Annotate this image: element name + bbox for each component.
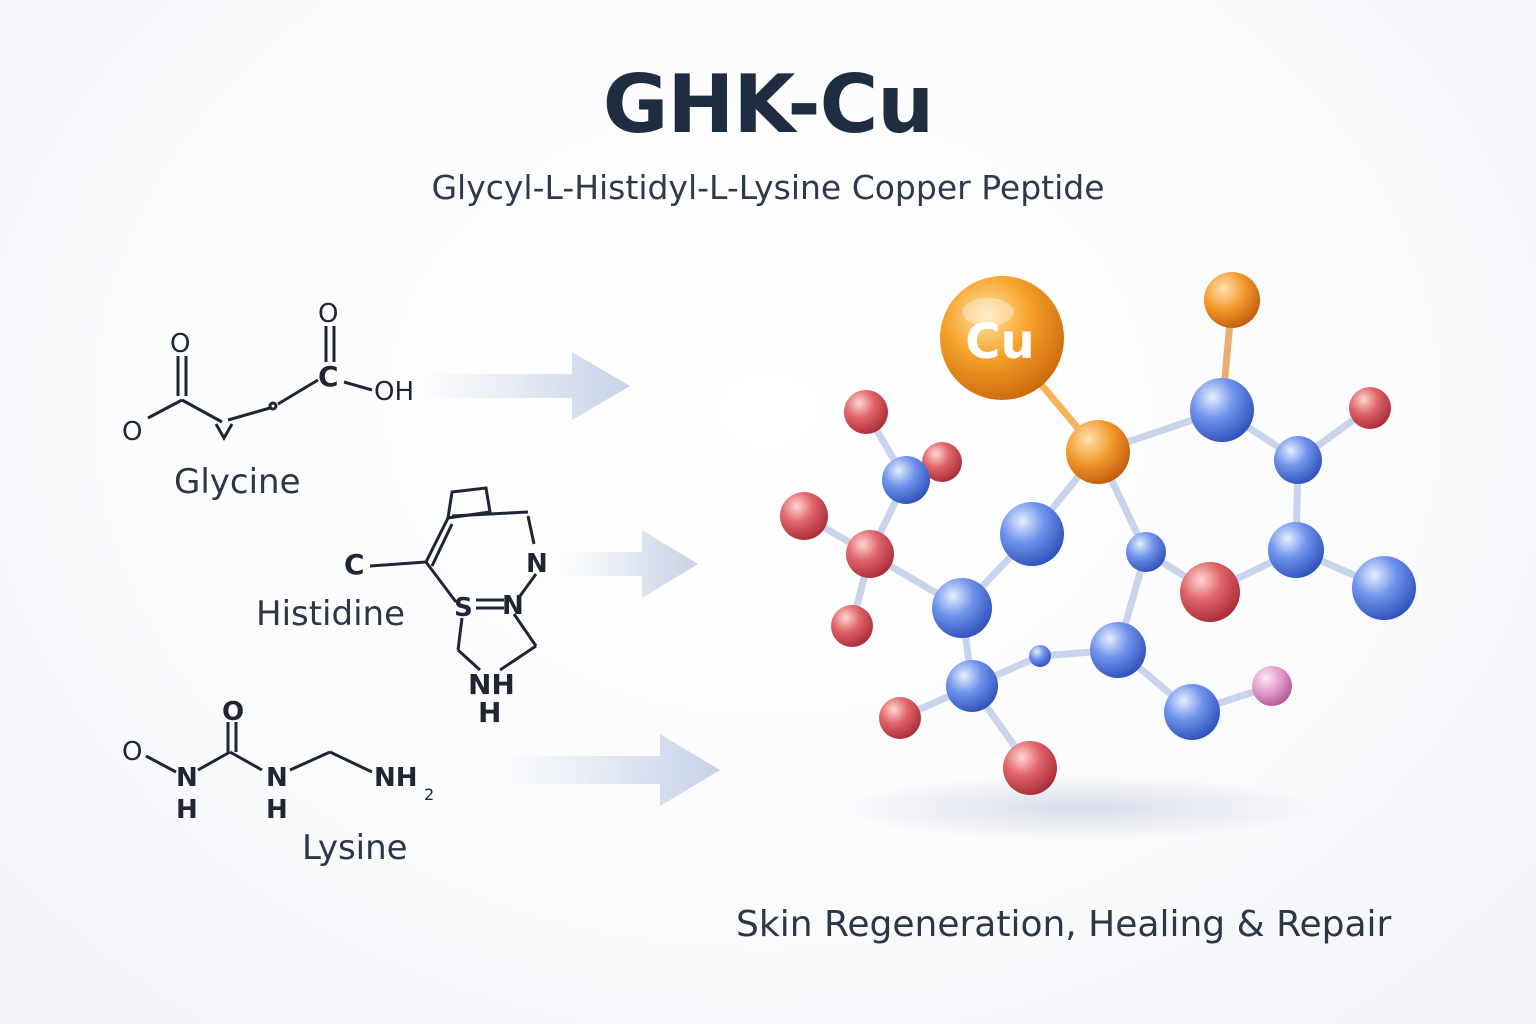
atom-nitrogen bbox=[1268, 522, 1324, 578]
atom-copper bbox=[940, 276, 1064, 400]
lysine-structure bbox=[145, 722, 373, 774]
arrow-histidine bbox=[560, 530, 698, 598]
lysine-atom-n1: N bbox=[176, 763, 198, 793]
page-title: GHK-Cu bbox=[602, 58, 935, 151]
atom-nitrogen bbox=[1090, 622, 1146, 678]
glycine-v-mark bbox=[214, 423, 234, 442]
atom-hydrogen bbox=[1029, 645, 1051, 667]
atom-oxygen bbox=[1180, 562, 1240, 622]
lysine-atom-n2: N bbox=[266, 763, 288, 793]
glycine-atom-c: C bbox=[318, 360, 339, 393]
atom-nitrogen bbox=[1352, 556, 1416, 620]
atom-nitrogen bbox=[1274, 436, 1322, 484]
atom-oxygen bbox=[846, 530, 894, 578]
histidine-atom-n-mid: N bbox=[502, 591, 524, 621]
histidine-structure bbox=[369, 486, 538, 672]
histidine-atom-h: H bbox=[478, 696, 501, 729]
glycine-atom-o-left: O bbox=[122, 417, 142, 447]
molecule-shadow bbox=[840, 776, 1320, 840]
lysine-atom-h2: H bbox=[266, 795, 288, 825]
atom-oxygen bbox=[1349, 387, 1391, 429]
atom-nitrogen bbox=[946, 660, 998, 712]
atom-oxygen bbox=[922, 442, 962, 482]
atom-oxygen bbox=[879, 697, 921, 739]
atom-carbon-orange bbox=[1066, 420, 1130, 484]
atom-nitrogen bbox=[1126, 532, 1166, 572]
atom-copper-bonded bbox=[1204, 272, 1260, 328]
molecule-atoms bbox=[780, 272, 1416, 795]
label-lysine: Lysine bbox=[302, 828, 408, 868]
label-glycine: Glycine bbox=[174, 462, 301, 502]
atom-nitrogen bbox=[1000, 502, 1064, 566]
lysine-atom-o-top: O bbox=[222, 697, 244, 727]
page-subtitle: Glycyl-L-Histidyl-L-Lysine Copper Peptid… bbox=[431, 168, 1105, 207]
glycine-structure bbox=[147, 326, 373, 424]
atom-nitrogen bbox=[1164, 684, 1220, 740]
arrow-lysine bbox=[500, 734, 720, 806]
histidine-atom-n-right: N bbox=[526, 549, 548, 579]
atom-oxygen bbox=[780, 492, 828, 540]
atom-nitrogen bbox=[1190, 378, 1254, 442]
histidine-atom-s: S bbox=[454, 593, 473, 623]
copper-label: Cu bbox=[965, 314, 1034, 370]
atom-nitrogen bbox=[932, 578, 992, 638]
histidine-atom-c: C bbox=[344, 548, 365, 581]
glycine-atom-o-top: O bbox=[170, 329, 190, 359]
histidine-atom-nh: NH bbox=[468, 668, 515, 701]
atom-oxygen bbox=[831, 605, 873, 647]
glycine-atom-oh: OH bbox=[374, 377, 414, 407]
atom-oxygen bbox=[1003, 741, 1057, 795]
atom-hydrogen bbox=[1252, 666, 1292, 706]
lysine-atom-nh2: NH bbox=[374, 763, 418, 793]
lysine-atom-subscript-2: 2 bbox=[424, 785, 434, 804]
arrow-glycine bbox=[420, 352, 630, 420]
atom-oxygen bbox=[844, 390, 888, 434]
tagline: Skin Regeneration, Healing & Repair bbox=[736, 904, 1392, 945]
lysine-atom-o-left: O bbox=[122, 737, 142, 767]
lysine-atom-h1: H bbox=[176, 795, 198, 825]
glycine-atom-o-right: O bbox=[318, 299, 338, 329]
label-histidine: Histidine bbox=[256, 594, 405, 634]
atom-nitrogen bbox=[882, 456, 930, 504]
